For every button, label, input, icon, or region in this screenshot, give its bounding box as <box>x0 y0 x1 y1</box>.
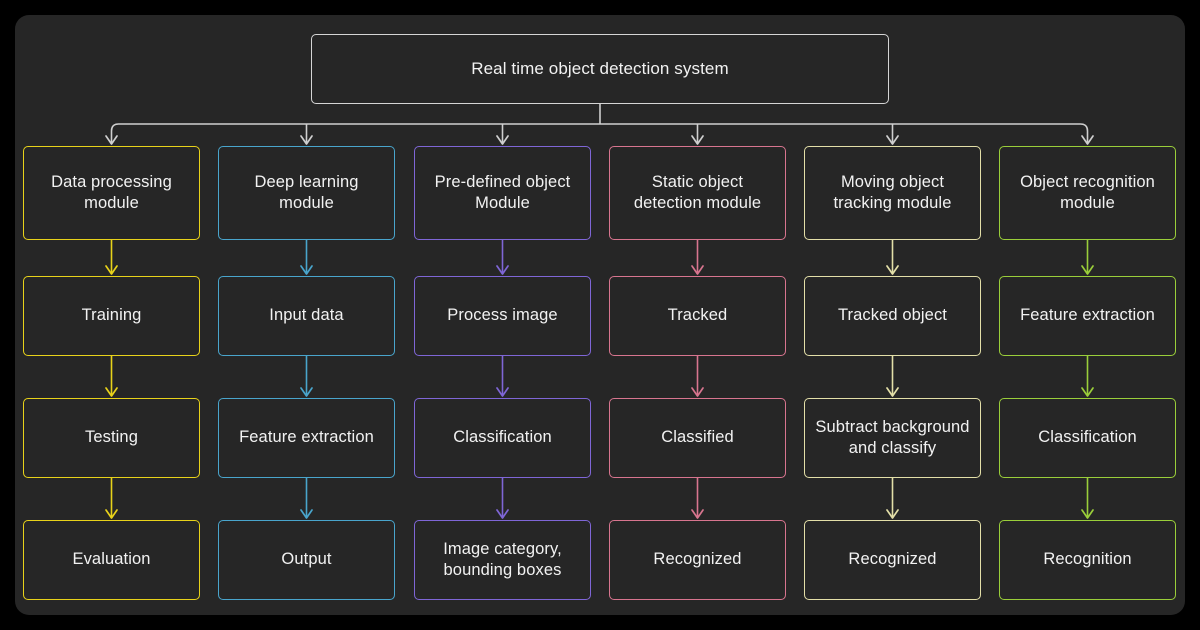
step-node-label-pre-defined-object-2: Classification <box>453 428 552 447</box>
arrow-head-icon <box>886 135 899 145</box>
arrow-head-icon <box>300 509 313 519</box>
module-node-label-object-recognition: Object recognition module <box>1020 172 1155 212</box>
arrow-head-icon <box>496 387 509 397</box>
step-node-data-processing-3[interactable]: Evaluation <box>23 520 200 600</box>
step-node-pre-defined-object-2[interactable]: Classification <box>414 398 591 478</box>
step-node-moving-object-tracking-3[interactable]: Recognized <box>804 520 981 600</box>
arrow-head-icon <box>496 265 509 275</box>
arrow-head-icon <box>1081 265 1094 275</box>
step-node-moving-object-tracking-1[interactable]: Tracked object <box>804 276 981 356</box>
arrow-head-icon <box>691 265 704 275</box>
arrow-head-icon <box>691 509 704 519</box>
arrow-head-icon <box>496 135 509 145</box>
arrow-head-icon <box>300 387 313 397</box>
step-node-static-object-detection-2[interactable]: Classified <box>609 398 786 478</box>
module-node-static-object-detection[interactable]: Static object detection module <box>609 146 786 240</box>
module-node-deep-learning[interactable]: Deep learning module <box>218 146 395 240</box>
step-node-pre-defined-object-1[interactable]: Process image <box>414 276 591 356</box>
module-node-label-data-processing: Data processing module <box>51 172 172 212</box>
step-node-deep-learning-2[interactable]: Feature extraction <box>218 398 395 478</box>
arrow-head-icon <box>496 509 509 519</box>
step-node-label-data-processing-3: Evaluation <box>72 550 151 569</box>
step-node-data-processing-2[interactable]: Testing <box>23 398 200 478</box>
step-node-object-recognition-2[interactable]: Classification <box>999 398 1176 478</box>
step-node-label-pre-defined-object-3: Image category, bounding boxes <box>443 539 562 579</box>
connector-line <box>110 123 1089 143</box>
step-node-label-moving-object-tracking-2: Subtract background and classify <box>815 417 970 457</box>
step-node-label-deep-learning-2: Feature extraction <box>239 428 374 447</box>
step-node-deep-learning-3[interactable]: Output <box>218 520 395 600</box>
arrow-head-icon <box>105 509 118 519</box>
step-node-object-recognition-3[interactable]: Recognition <box>999 520 1176 600</box>
arrow-head-icon <box>1081 387 1094 397</box>
step-node-deep-learning-1[interactable]: Input data <box>218 276 395 356</box>
step-node-label-object-recognition-2: Classification <box>1038 428 1137 447</box>
step-node-label-data-processing-1: Training <box>81 306 142 325</box>
step-node-label-moving-object-tracking-3: Recognized <box>848 550 937 569</box>
arrow-head-icon <box>886 387 899 397</box>
step-node-label-moving-object-tracking-1: Tracked object <box>837 306 947 325</box>
root-node-label: Real time object detection system <box>471 59 729 79</box>
step-node-static-object-detection-3[interactable]: Recognized <box>609 520 786 600</box>
module-node-label-static-object-detection: Static object detection module <box>633 172 762 212</box>
step-node-label-static-object-detection-3: Recognized <box>653 550 742 569</box>
arrow-head-icon <box>886 265 899 275</box>
step-node-label-static-object-detection-1: Tracked <box>667 306 728 325</box>
step-node-label-static-object-detection-2: Classified <box>661 428 734 447</box>
arrow-head-icon <box>300 265 313 275</box>
step-node-label-data-processing-2: Testing <box>85 428 138 447</box>
arrow-head-icon <box>1081 509 1094 519</box>
arrow-head-icon <box>691 387 704 397</box>
arrow-head-icon <box>105 387 118 397</box>
step-node-label-object-recognition-1: Feature extraction <box>1020 306 1155 325</box>
step-node-data-processing-1[interactable]: Training <box>23 276 200 356</box>
module-node-data-processing[interactable]: Data processing module <box>23 146 200 240</box>
step-node-object-recognition-1[interactable]: Feature extraction <box>999 276 1176 356</box>
diagram-canvas: Real time object detection system Data p… <box>15 15 1185 615</box>
step-node-label-pre-defined-object-1: Process image <box>447 306 558 325</box>
arrow-head-icon <box>300 135 313 145</box>
module-node-object-recognition[interactable]: Object recognition module <box>999 146 1176 240</box>
module-node-label-moving-object-tracking: Moving object tracking module <box>833 172 952 212</box>
arrow-head-icon <box>1081 135 1094 145</box>
step-node-label-deep-learning-1: Input data <box>269 306 344 325</box>
step-node-static-object-detection-1[interactable]: Tracked <box>609 276 786 356</box>
step-node-label-deep-learning-3: Output <box>281 550 332 569</box>
arrow-head-icon <box>691 135 704 145</box>
diagram-stage: Real time object detection system Data p… <box>15 15 1185 615</box>
module-node-moving-object-tracking[interactable]: Moving object tracking module <box>804 146 981 240</box>
step-node-moving-object-tracking-2[interactable]: Subtract background and classify <box>804 398 981 478</box>
arrow-head-icon <box>105 135 118 145</box>
module-node-label-pre-defined-object: Pre-defined object Module <box>434 172 571 212</box>
root-node[interactable]: Real time object detection system <box>311 34 889 104</box>
module-node-label-deep-learning: Deep learning module <box>254 172 359 212</box>
arrow-head-icon <box>886 509 899 519</box>
arrow-head-icon <box>105 265 118 275</box>
step-node-pre-defined-object-3[interactable]: Image category, bounding boxes <box>414 520 591 600</box>
step-node-label-object-recognition-3: Recognition <box>1043 550 1132 569</box>
module-node-pre-defined-object[interactable]: Pre-defined object Module <box>414 146 591 240</box>
